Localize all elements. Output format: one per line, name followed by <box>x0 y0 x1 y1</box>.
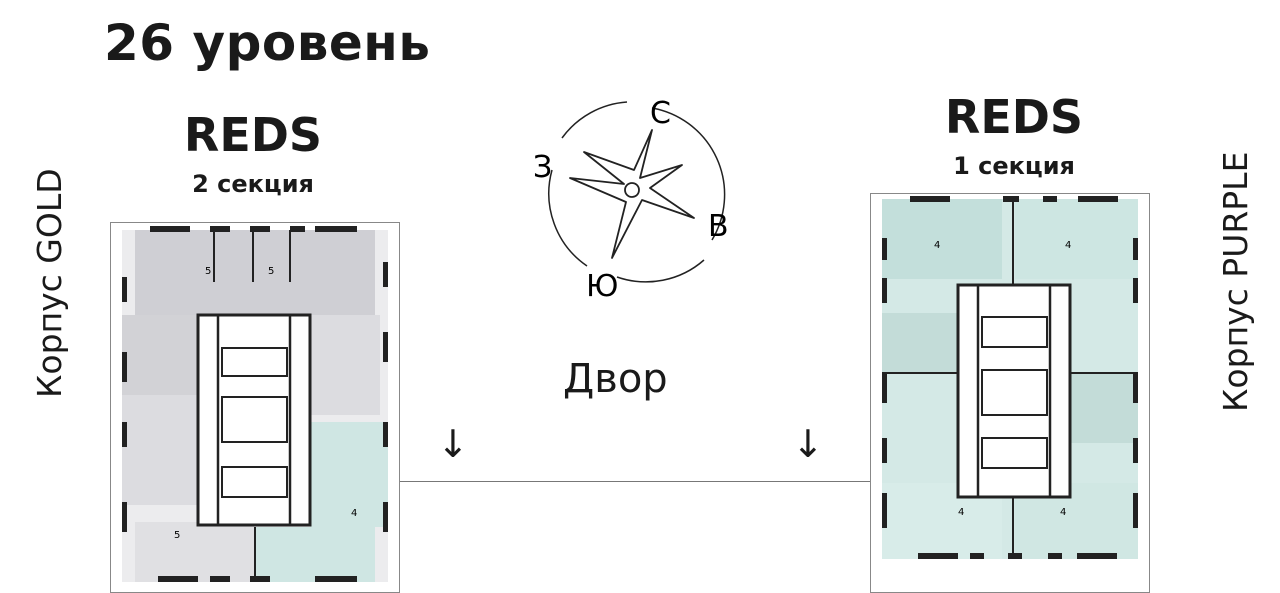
unit-rooms: 4 <box>1060 507 1066 518</box>
compass-rose-icon: С З В Ю <box>533 96 729 304</box>
unit-rooms: 5 <box>205 266 211 277</box>
left-building-name: REDS <box>183 108 323 162</box>
korpus-gold-label: Корпус GOLD <box>30 168 69 398</box>
unit-top <box>135 230 375 315</box>
left-section-label: 2 секция <box>192 170 314 198</box>
compass-east: В <box>708 209 729 244</box>
unit-left-upper <box>122 315 197 395</box>
unit-teal-right <box>310 422 388 527</box>
right-building-name: REDS <box>944 90 1084 144</box>
right-section-label: 1 секция <box>953 152 1075 180</box>
unit-teal-bottom <box>255 527 375 582</box>
page-title: 26 уровень <box>104 14 431 72</box>
unit-top-left <box>882 199 1002 279</box>
unit-right-upper <box>310 315 380 415</box>
courtyard-label: Двор <box>563 356 668 402</box>
unit-rooms: 4 <box>1065 240 1071 251</box>
unit-left-lower <box>122 395 197 505</box>
arrow-down-icon: ↓ <box>437 422 469 466</box>
unit-rooms: 4 <box>351 508 357 519</box>
courtyard-line <box>400 481 870 482</box>
korpus-purple-label: Корпус PURPLE <box>1216 151 1255 412</box>
arrow-down-icon: ↓ <box>792 422 824 466</box>
unit-rooms: 4 <box>958 507 964 518</box>
floor-plan-section-1: 4 4 4 4 <box>870 193 1150 593</box>
core <box>196 313 312 527</box>
compass-north: С <box>650 96 671 131</box>
unit-top-right <box>1015 199 1138 279</box>
floor-plan-section-2: 5 5 5 4 <box>110 222 400 593</box>
compass-south: Ю <box>586 269 618 304</box>
unit-rooms: 5 <box>174 530 180 541</box>
unit-rooms: 4 <box>934 240 940 251</box>
unit-rooms: 5 <box>268 266 274 277</box>
compass-west: З <box>533 150 552 185</box>
unit-bottom <box>135 522 255 582</box>
